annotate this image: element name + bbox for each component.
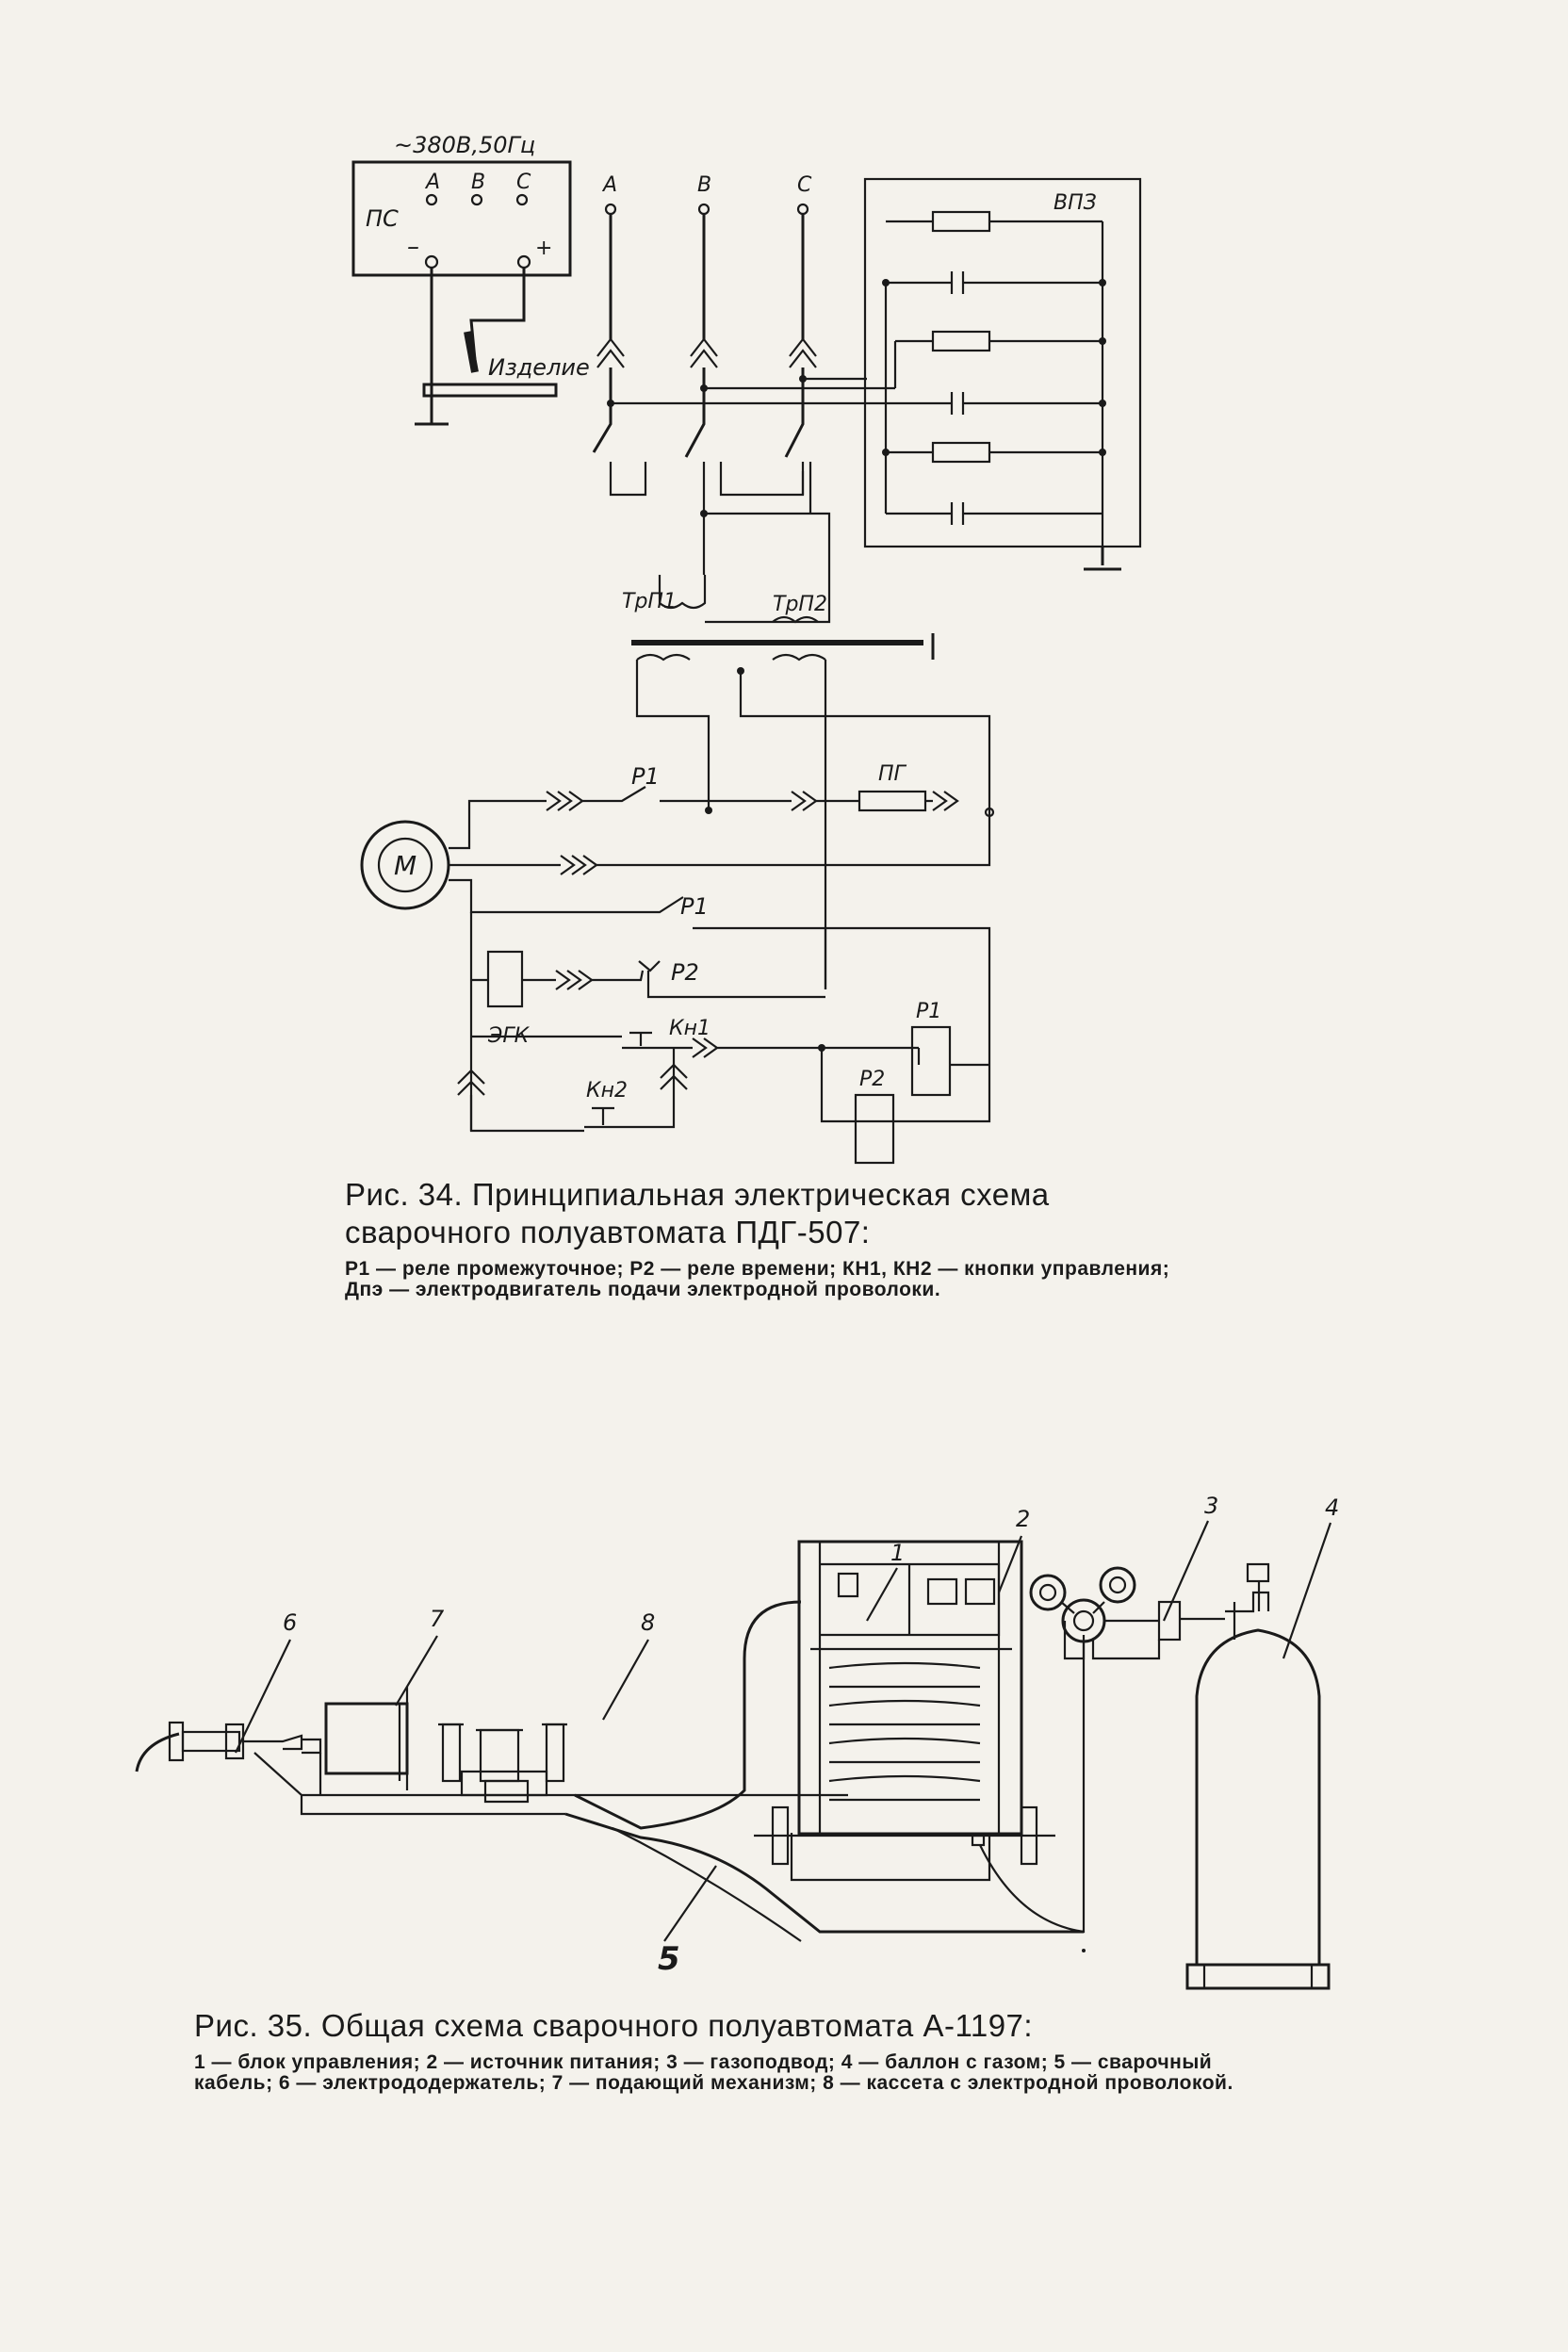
line-a-label: A: [601, 173, 617, 197]
ps-plus: +: [535, 237, 552, 260]
pg-label: ПГ: [878, 762, 907, 786]
kn2-label: Кн2: [586, 1079, 628, 1102]
motor-label: М: [394, 850, 416, 881]
workpiece: [422, 383, 558, 398]
pg-resistor: [858, 790, 927, 812]
line-b-label: B: [697, 173, 711, 197]
ps-label: ПС: [366, 205, 399, 232]
figure-34-caption: Рис. 34. Принципиальная электрическая сх…: [345, 1176, 1174, 1300]
label-7: 7: [430, 1606, 445, 1632]
p1-coil: [910, 1025, 952, 1097]
figure-35-caption: Рис. 35. Общая схема сварочного полуавто…: [194, 2007, 1297, 2094]
trp1-label: ТрП1: [622, 590, 677, 613]
vpz-block: [863, 177, 1142, 548]
kn1-label: Кн1: [669, 1017, 710, 1040]
label-1: 1: [890, 1540, 905, 1566]
p1-contact2-label: Р1: [680, 893, 709, 920]
figure-35-title: Рис. 35. Общая схема сварочного полуавто…: [194, 2008, 1034, 2043]
supply-label: ~380В,50Гц: [394, 132, 535, 158]
figure-35-legend: 1 — блок управления; 2 — источник питани…: [194, 2051, 1233, 2094]
p1-coil-label: Р1: [916, 1000, 941, 1023]
trp2-label: ТрП2: [773, 593, 827, 616]
p2-coil: [854, 1093, 895, 1165]
p2-contact-label: Р2: [671, 959, 699, 986]
figure-34-title: Рис. 34. Принципиальная электрическая сх…: [345, 1177, 1050, 1250]
ps-phase-a: A: [424, 171, 440, 194]
figure-35-drawing: 6 7 8 1 2 3 4 5: [135, 1493, 1339, 1990]
workpiece-label: Изделие: [488, 354, 590, 381]
label-8: 8: [641, 1609, 655, 1636]
egk-coil: [486, 950, 524, 1008]
ps-phase-c: C: [516, 171, 531, 194]
label-3: 3: [1204, 1493, 1218, 1519]
ps-phase-b: B: [471, 171, 485, 194]
figure-34-legend: Р1 — реле промежуточное; Р2 — реле време…: [345, 1258, 1170, 1300]
ps-minus: –: [407, 233, 419, 261]
label-4: 4: [1325, 1494, 1339, 1521]
label-2: 2: [1016, 1506, 1030, 1532]
label-6: 6: [283, 1609, 297, 1636]
line-c-label: C: [797, 173, 812, 197]
power-source-box: [351, 160, 572, 277]
p2-coil-label: Р2: [859, 1068, 885, 1091]
label-5: 5: [658, 1940, 680, 1978]
p1-contact-label: Р1: [631, 763, 660, 790]
vpz-label: ВПЗ: [1054, 191, 1097, 215]
